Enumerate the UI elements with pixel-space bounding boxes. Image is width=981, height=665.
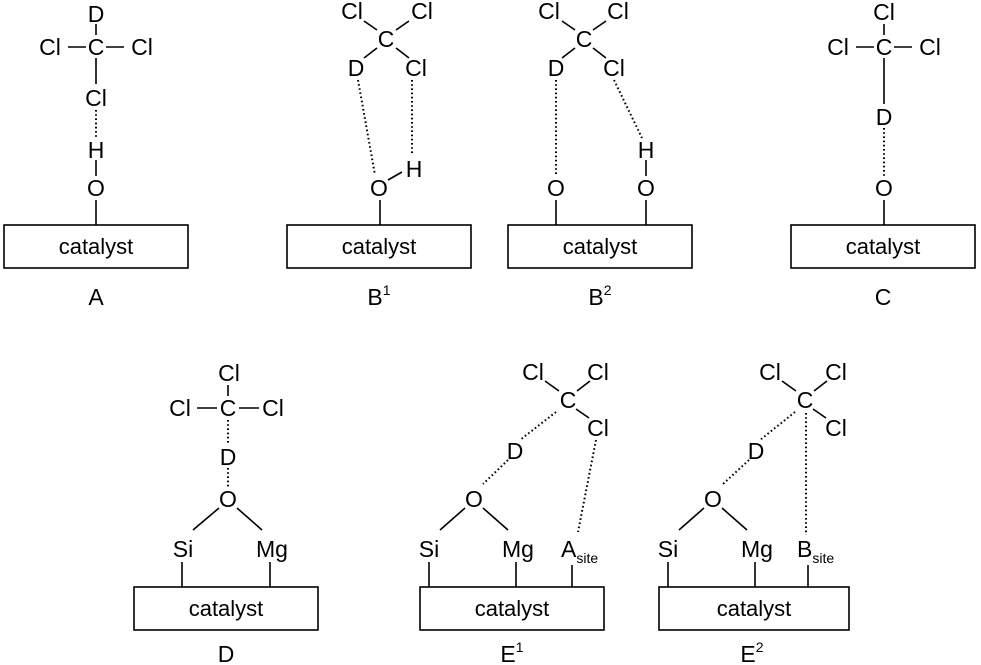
catalyst-box [286,224,472,269]
chlorine-atom: Cl [405,55,427,81]
chlorine-atom: Cl [825,359,847,385]
deuterium-atom: D [876,104,893,130]
oxygen-atom: O [875,175,893,201]
magnesium-atom: Mg [741,536,773,562]
chlorine-atom: Cl [607,0,629,24]
hydrogen-atom: H [638,137,655,163]
chlorine-atom: Cl [587,359,609,385]
chlorine-atom: Cl [919,34,941,60]
catalyst-box [790,224,976,269]
catalyst-label: catalyst [846,234,921,259]
chlorine-atom: Cl [827,34,849,60]
oxygen-atom: O [370,175,388,201]
catalyst-label: catalyst [342,234,417,259]
oxygen-atom: O [87,175,105,201]
catalyst-label: catalyst [189,596,264,621]
catalyst-label: catalyst [475,596,550,621]
deuterium-atom: D [748,438,765,464]
deuterium-atom: D [220,444,237,470]
panel-d: Cl Cl C Cl D O Si Mg catalyst D [133,360,319,665]
catalyst-label: catalyst [717,596,792,621]
chlorine-atom: Cl [131,34,153,60]
catalyst-box [133,586,319,631]
panel-b1: Cl Cl C D Cl H O catalyst B1 [286,0,472,310]
carbon-atom: C [220,395,237,421]
panel-a: D Cl C Cl Cl H O catalyst A [3,1,189,310]
carbon-atom: C [560,387,577,413]
chlorine-atom: Cl [39,34,61,60]
chlorine-atom: Cl [759,359,781,385]
deuterium-atom: D [548,55,565,81]
a-site-label: Asite [561,536,598,566]
panel-label-b1: B1 [367,282,390,310]
panel-label-a: A [88,284,104,310]
chlorine-atom: Cl [85,85,107,111]
panel-e2: Cl Cl C Cl D O Si Mg Bsite catalyst E2 [658,359,850,665]
hydrogen-atom: H [406,156,423,182]
catalyst-box [419,586,605,631]
silicon-atom: Si [658,536,678,562]
panel-label-e2: E2 [740,639,763,665]
panel-label-c: C [875,284,892,310]
deuterium-atom: D [348,55,365,81]
catalyst-box [3,224,189,269]
chlorine-atom: Cl [262,395,284,421]
chlorine-atom: Cl [522,359,544,385]
catalyst-label: catalyst [59,234,134,259]
carbon-atom: C [378,26,395,52]
chlorine-atom: Cl [825,415,847,441]
catalyst-box [658,586,850,631]
carbon-atom: C [88,34,105,60]
panel-c: Cl Cl C Cl D O catalyst C [790,0,976,310]
chlorine-atom: Cl [169,395,191,421]
chlorine-atom: Cl [538,0,560,24]
catalyst-box [507,224,693,269]
panel-e1: Cl Cl C Cl D O Si Mg Asite catalyst E1 [419,359,609,665]
magnesium-atom: Mg [256,536,288,562]
chlorine-atom: Cl [341,0,363,24]
catalyst-label: catalyst [563,234,638,259]
panel-label-b2: B2 [588,282,611,310]
chlorine-atom: Cl [218,360,240,386]
chlorine-atom: Cl [873,0,895,25]
hydrogen-atom: H [88,137,105,163]
oxygen-atom: O [219,486,237,512]
chlorine-atom: Cl [411,0,433,24]
panel-b2: Cl Cl C D Cl H O O catalyst B2 [507,0,693,310]
panel-label-d: D [218,641,235,665]
chlorine-atom: Cl [587,415,609,441]
carbon-atom: C [797,387,814,413]
silicon-atom: Si [173,536,193,562]
oxygen-atom: O [637,175,655,201]
oxygen-atom: O [547,175,565,201]
chlorine-atom: Cl [603,55,625,81]
oxygen-atom: O [465,486,483,512]
b-site-label: Bsite [797,536,834,566]
carbon-atom: C [876,34,893,60]
oxygen-atom: O [704,486,722,512]
panel-label-e1: E1 [500,639,523,665]
magnesium-atom: Mg [502,536,534,562]
silicon-atom: Si [419,536,439,562]
deuterium-atom: D [88,1,105,27]
deuterium-atom: D [507,438,524,464]
carbon-atom: C [576,26,593,52]
